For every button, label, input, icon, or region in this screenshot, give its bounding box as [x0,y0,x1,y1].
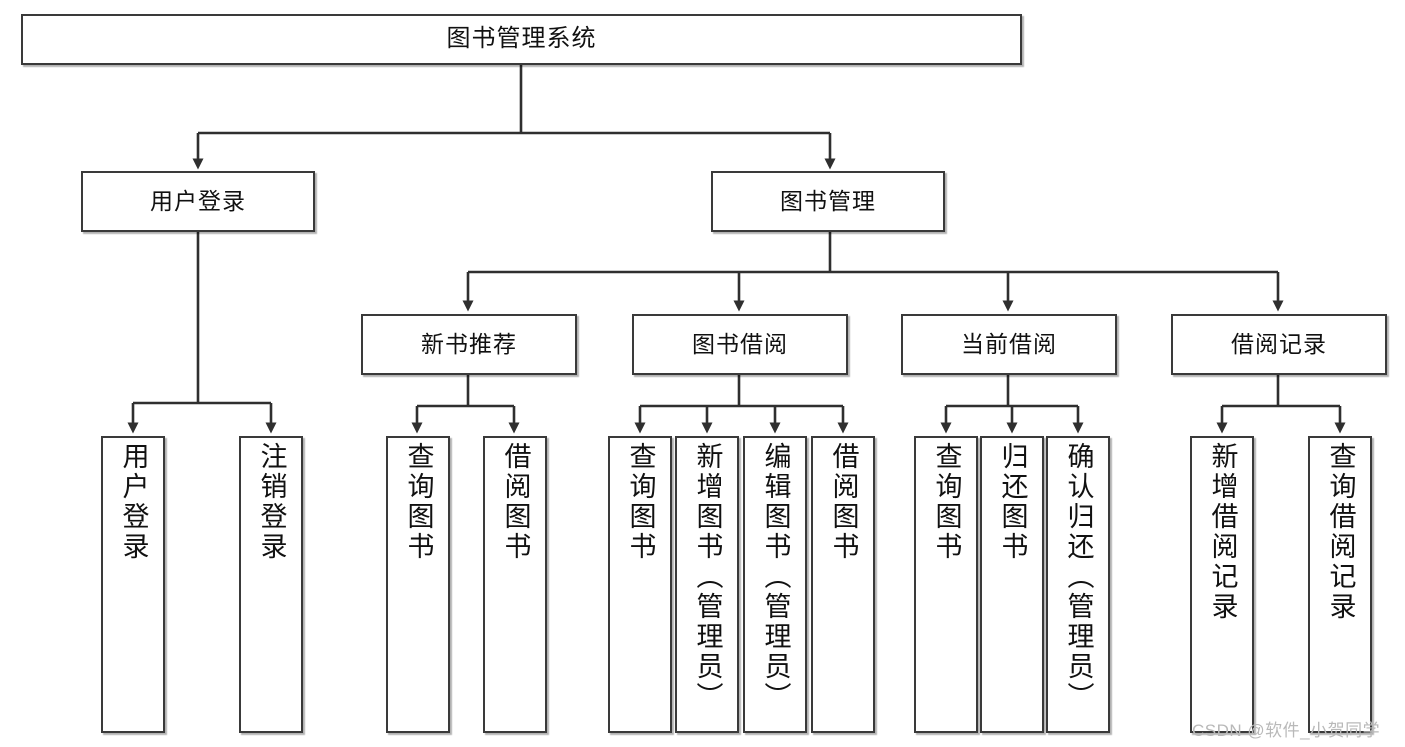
leaf-current-confirm-return-admin[interactable]: 确认归还（管理员） [1046,436,1110,733]
node-label: 查询借阅记录 [1325,442,1356,622]
node-label: 图书管理系统 [446,25,597,53]
node-label: 用户登录 [118,442,149,562]
node-label: 新增图书（管理员） [692,442,723,712]
node-label: 新增借阅记录 [1207,442,1238,622]
leaf-user-logout[interactable]: 注销登录 [239,436,303,733]
leaf-records-add-record[interactable]: 新增借阅记录 [1190,436,1254,733]
node-label: 用户登录 [150,187,246,214]
node-book-borrow[interactable]: 图书借阅 [632,314,848,375]
node-current-borrow[interactable]: 当前借阅 [901,314,1117,375]
node-user-login[interactable]: 用户登录 [81,171,315,232]
node-label: 图书借阅 [692,330,788,357]
leaf-borrow-query-book[interactable]: 查询图书 [608,436,672,733]
node-new-book-recommend[interactable]: 新书推荐 [361,314,577,375]
node-label: 确认归还（管理员） [1063,442,1094,712]
node-label: 编辑图书（管理员） [760,442,791,712]
leaf-recommend-query-book[interactable]: 查询图书 [386,436,450,733]
node-label: 借阅图书 [500,442,531,562]
leaf-current-return-book[interactable]: 归还图书 [980,436,1044,733]
leaf-user-login[interactable]: 用户登录 [101,436,165,733]
node-label: 查询图书 [403,442,434,562]
node-label: 查询图书 [625,442,656,562]
node-label: 新书推荐 [421,330,517,357]
node-book-management[interactable]: 图书管理 [711,171,945,232]
node-label: 查询图书 [931,442,962,562]
leaf-records-query-record[interactable]: 查询借阅记录 [1308,436,1372,733]
leaf-borrow-add-book-admin[interactable]: 新增图书（管理员） [675,436,739,733]
leaf-borrow-borrow-book[interactable]: 借阅图书 [811,436,875,733]
node-label: 当前借阅 [961,330,1057,357]
leaf-borrow-edit-book-admin[interactable]: 编辑图书（管理员） [743,436,807,733]
node-root-book-management-system[interactable]: 图书管理系统 [21,14,1022,65]
leaf-current-query-book[interactable]: 查询图书 [914,436,978,733]
leaf-recommend-borrow-book[interactable]: 借阅图书 [483,436,547,733]
node-label: 图书管理 [780,187,876,214]
node-label: 借阅记录 [1231,330,1327,357]
node-label: 归还图书 [997,442,1028,562]
node-label: 注销登录 [256,442,287,562]
csdn-watermark: CSDN @软件_小贺同学 [1192,721,1381,740]
node-borrow-records[interactable]: 借阅记录 [1171,314,1387,375]
node-label: 借阅图书 [828,442,859,562]
